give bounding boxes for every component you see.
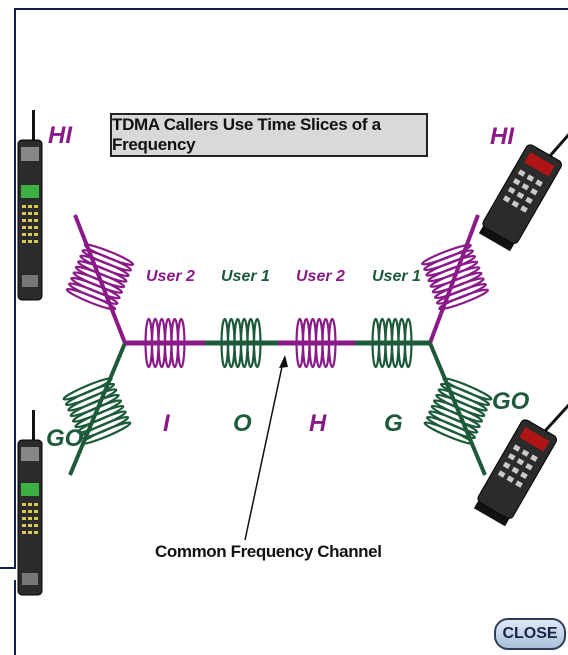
frame-top-border (14, 8, 568, 10)
slot-letter: G (384, 410, 403, 437)
coil-loop (438, 288, 490, 311)
channel-caption: Common Frequency Channel (155, 542, 382, 561)
caller-label-top-left: HI (48, 122, 72, 149)
flip-phone-icon (478, 74, 568, 252)
branch-coil-bottom-right (423, 377, 493, 445)
branch-coil-top-right (420, 243, 490, 311)
cell-phone-icon (17, 110, 43, 301)
channel-pointer-arrowhead (279, 355, 288, 368)
coil-loop (403, 317, 413, 369)
caller-label-bottom-right: GO (492, 388, 530, 415)
caller-label-bottom-left: GO (46, 425, 84, 452)
branch-coils (62, 243, 493, 445)
frame-notch (0, 567, 16, 569)
diagram-title-box: TDMA Callers Use Time Slices of a Freque… (110, 113, 428, 157)
coil-loop (442, 377, 493, 401)
flip-phone-icon (473, 357, 568, 527)
coil-loop (252, 317, 262, 369)
slot-user-label: User 1 (372, 268, 421, 285)
slot-user-label: User 2 (146, 268, 195, 285)
slot-coil (371, 317, 413, 369)
close-button[interactable]: CLOSE (494, 618, 566, 650)
branch-bottom-left (68, 342, 127, 476)
slot-coil (295, 317, 337, 369)
frame-left-border (14, 8, 16, 568)
cell-phone-icon (17, 410, 43, 596)
caller-label-top-right: HI (490, 123, 514, 150)
channel-coils (144, 317, 413, 369)
slot-coil (220, 317, 262, 369)
branch-coil-bottom-left (62, 377, 132, 445)
slot-user-label: User 1 (221, 268, 270, 285)
slot-letter: H (309, 410, 327, 437)
slot-coil (144, 317, 186, 369)
diagram-title: TDMA Callers Use Time Slices of a Freque… (112, 115, 381, 154)
frame-left-border-lower (14, 580, 16, 655)
coil-loop (327, 317, 337, 369)
branch-coil-top-left (65, 243, 135, 311)
branch-top-right (428, 214, 480, 344)
branch-bottom-right (428, 342, 487, 476)
coil-loop (176, 317, 186, 369)
channel-pointer-line (244, 361, 284, 541)
slot-letter: O (233, 410, 252, 437)
slot-user-label: User 2 (296, 268, 345, 285)
slot-letter: I (163, 410, 170, 437)
